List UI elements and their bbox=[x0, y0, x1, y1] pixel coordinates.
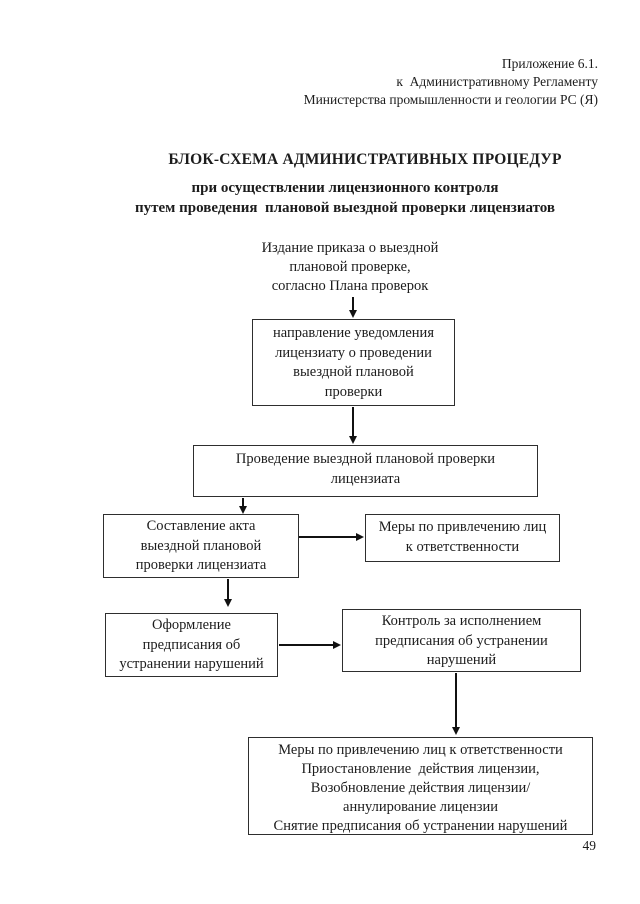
flow-node-liability-measures: Меры по привлечению лиц к ответственност… bbox=[365, 514, 560, 562]
flow-node-final-measures: Меры по привлечению лиц к ответственност… bbox=[248, 737, 593, 835]
flow-node-compliance-control: Контроль за исполнением предписания об у… bbox=[342, 609, 581, 672]
flow-node-inspection: Проведение выездной плановой проверки ли… bbox=[193, 445, 538, 497]
page-title: БЛОК-СХЕМА АДМИНИСТРАТИВНЫХ ПРОЦЕДУР bbox=[168, 151, 562, 168]
arrow-down-start-to-notification-icon bbox=[348, 297, 358, 318]
flow-node-act-drafting: Составление акта выездной плановой прове… bbox=[103, 514, 299, 578]
header-appendix-lines: Приложение 6.1. к Административному Регл… bbox=[303, 56, 598, 107]
arrow-down-act-to-prescription-icon bbox=[223, 579, 233, 607]
flow-node-notification: направление уведомления лицензиату о про… bbox=[252, 319, 455, 406]
arrow-right-act-to-measures-icon bbox=[299, 532, 364, 542]
document-header: Приложение 6.1. к Административному Регл… bbox=[178, 55, 598, 109]
arrow-right-prescription-to-control-icon bbox=[279, 640, 341, 650]
page-subtitle: при осуществлении лицензионного контроля… bbox=[135, 180, 555, 216]
flow-node-prescription: Оформление предписания об устранении нар… bbox=[105, 613, 278, 677]
flow-node-start-order-issuance: Издание приказа о выездной плановой пров… bbox=[261, 240, 439, 294]
page-number: 49 bbox=[582, 838, 597, 853]
arrow-down-notification-to-inspection-icon bbox=[348, 407, 358, 444]
arrow-down-control-to-final-icon bbox=[451, 673, 461, 735]
arrow-down-inspection-to-act-icon bbox=[238, 498, 248, 514]
